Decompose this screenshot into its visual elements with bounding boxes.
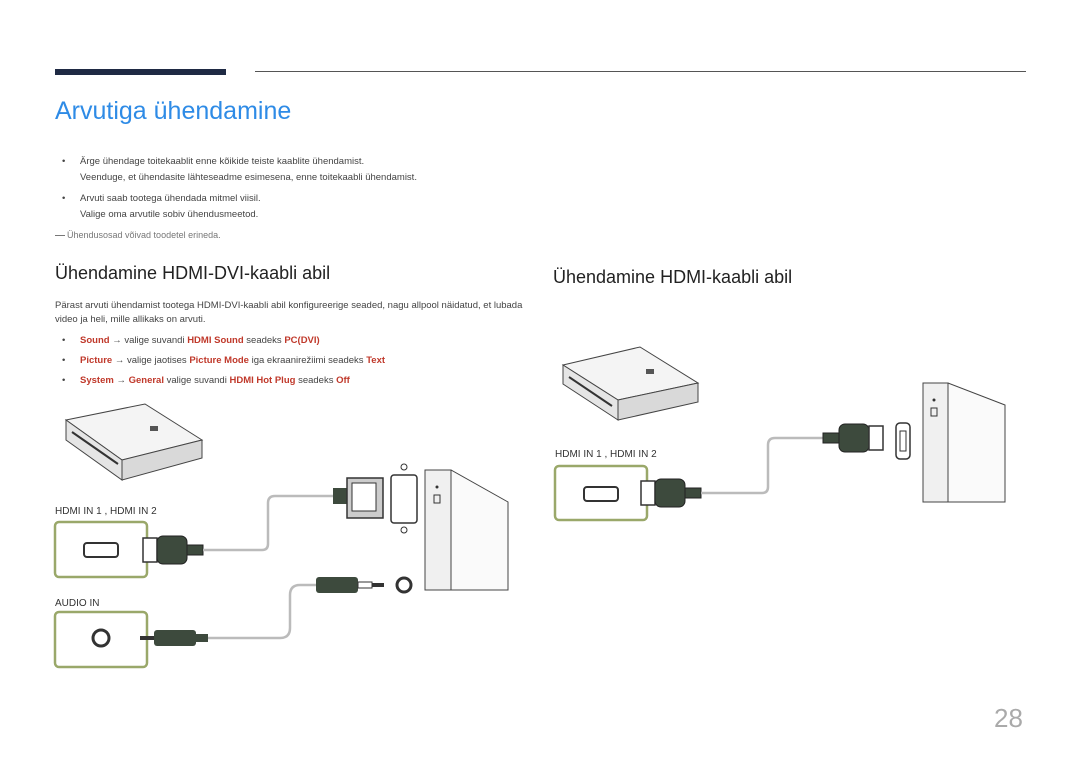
audio-cable	[208, 583, 316, 640]
menu-keyword: Picture	[80, 355, 113, 366]
hdmi-port-label: HDMI IN 1 , HDMI IN 2	[55, 506, 157, 517]
pc-tower-left	[424, 469, 509, 591]
dvi-plug-icon	[333, 477, 384, 519]
settings-step: Picture → valige jaotises Picture Mode i…	[62, 351, 385, 371]
menu-keyword: Text	[366, 355, 386, 366]
settings-step: System → General valige suvandi HDMI Hot…	[62, 371, 385, 391]
page-number: 28	[994, 703, 1023, 733]
step-text: → valige suvandi	[109, 335, 188, 346]
hdmi-port-label: HDMI IN 1 , HDMI IN 2	[555, 449, 657, 460]
display-device-right	[561, 346, 700, 421]
pc-tower-right	[922, 382, 1006, 503]
dvi-port-icon	[390, 463, 418, 534]
settings-step: Sound → valige suvandi HDMI Sound seadek…	[62, 331, 385, 351]
step-text: seadeks	[295, 375, 337, 386]
menu-keyword: Off	[336, 375, 350, 386]
note: Ühendusosad võivad toodetel erineda.	[55, 230, 221, 240]
bullet-item: Ärge ühendage toitekaablit enne kõikide …	[62, 154, 417, 185]
hdmi-port-box	[53, 520, 149, 579]
hdmi-plug-icon	[640, 478, 702, 508]
intro-bullets: Ärge ühendage toitekaablit enne kõikide …	[62, 154, 417, 228]
settings-steps: Sound → valige suvandi HDMI Sound seadek…	[62, 331, 385, 391]
menu-keyword: HDMI Hot Plug	[229, 375, 296, 386]
menu-keyword: Picture Mode	[189, 355, 249, 366]
bullet-item: Arvuti saab tootega ühendada mitmel viis…	[62, 191, 417, 222]
hdmi-port-icon	[583, 486, 619, 502]
hdmi-cable	[701, 436, 826, 495]
hdmi-port-icon	[895, 422, 911, 460]
menu-keyword: PC(DVI)	[284, 335, 320, 346]
step-text: →	[113, 375, 129, 386]
audio-port-label: AUDIO IN	[55, 598, 100, 609]
hdmi-cable	[203, 494, 336, 552]
section-paragraph: Pärast arvuti ühendamist tootega HDMI-DV…	[55, 300, 523, 325]
header-accent-bar	[55, 69, 226, 75]
audio-plug-icon	[316, 577, 384, 593]
step-text: → valige jaotises	[112, 355, 190, 366]
audio-plug-icon	[140, 630, 208, 646]
step-text: seadeks	[243, 335, 285, 346]
section-heading-hdmi: Ühendamine HDMI-kaabli abil	[553, 267, 793, 287]
audio-jack-icon	[91, 628, 111, 648]
hdmi-plug-icon	[142, 535, 204, 565]
audio-jack-icon	[395, 576, 413, 594]
section-heading-hdmi-dvi: Ühendamine HDMI-DVI-kaabli abil	[55, 263, 331, 283]
menu-keyword: Sound	[80, 335, 110, 346]
audio-port-box	[53, 610, 149, 669]
hdmi-port-box	[553, 464, 649, 522]
step-text: iga ekraanirežiimi seadeks	[248, 355, 367, 366]
menu-keyword: System	[80, 375, 114, 386]
display-device-left	[64, 403, 204, 481]
header-rule	[255, 71, 1026, 72]
menu-keyword: General	[128, 375, 164, 386]
note-dash	[55, 235, 65, 237]
page-title: Arvutiga ühendamine	[55, 97, 292, 125]
hdmi-port-icon	[83, 542, 119, 558]
menu-keyword: HDMI Sound	[187, 335, 244, 346]
step-text: valige suvandi	[163, 375, 230, 386]
hdmi-plug-icon	[822, 423, 884, 453]
